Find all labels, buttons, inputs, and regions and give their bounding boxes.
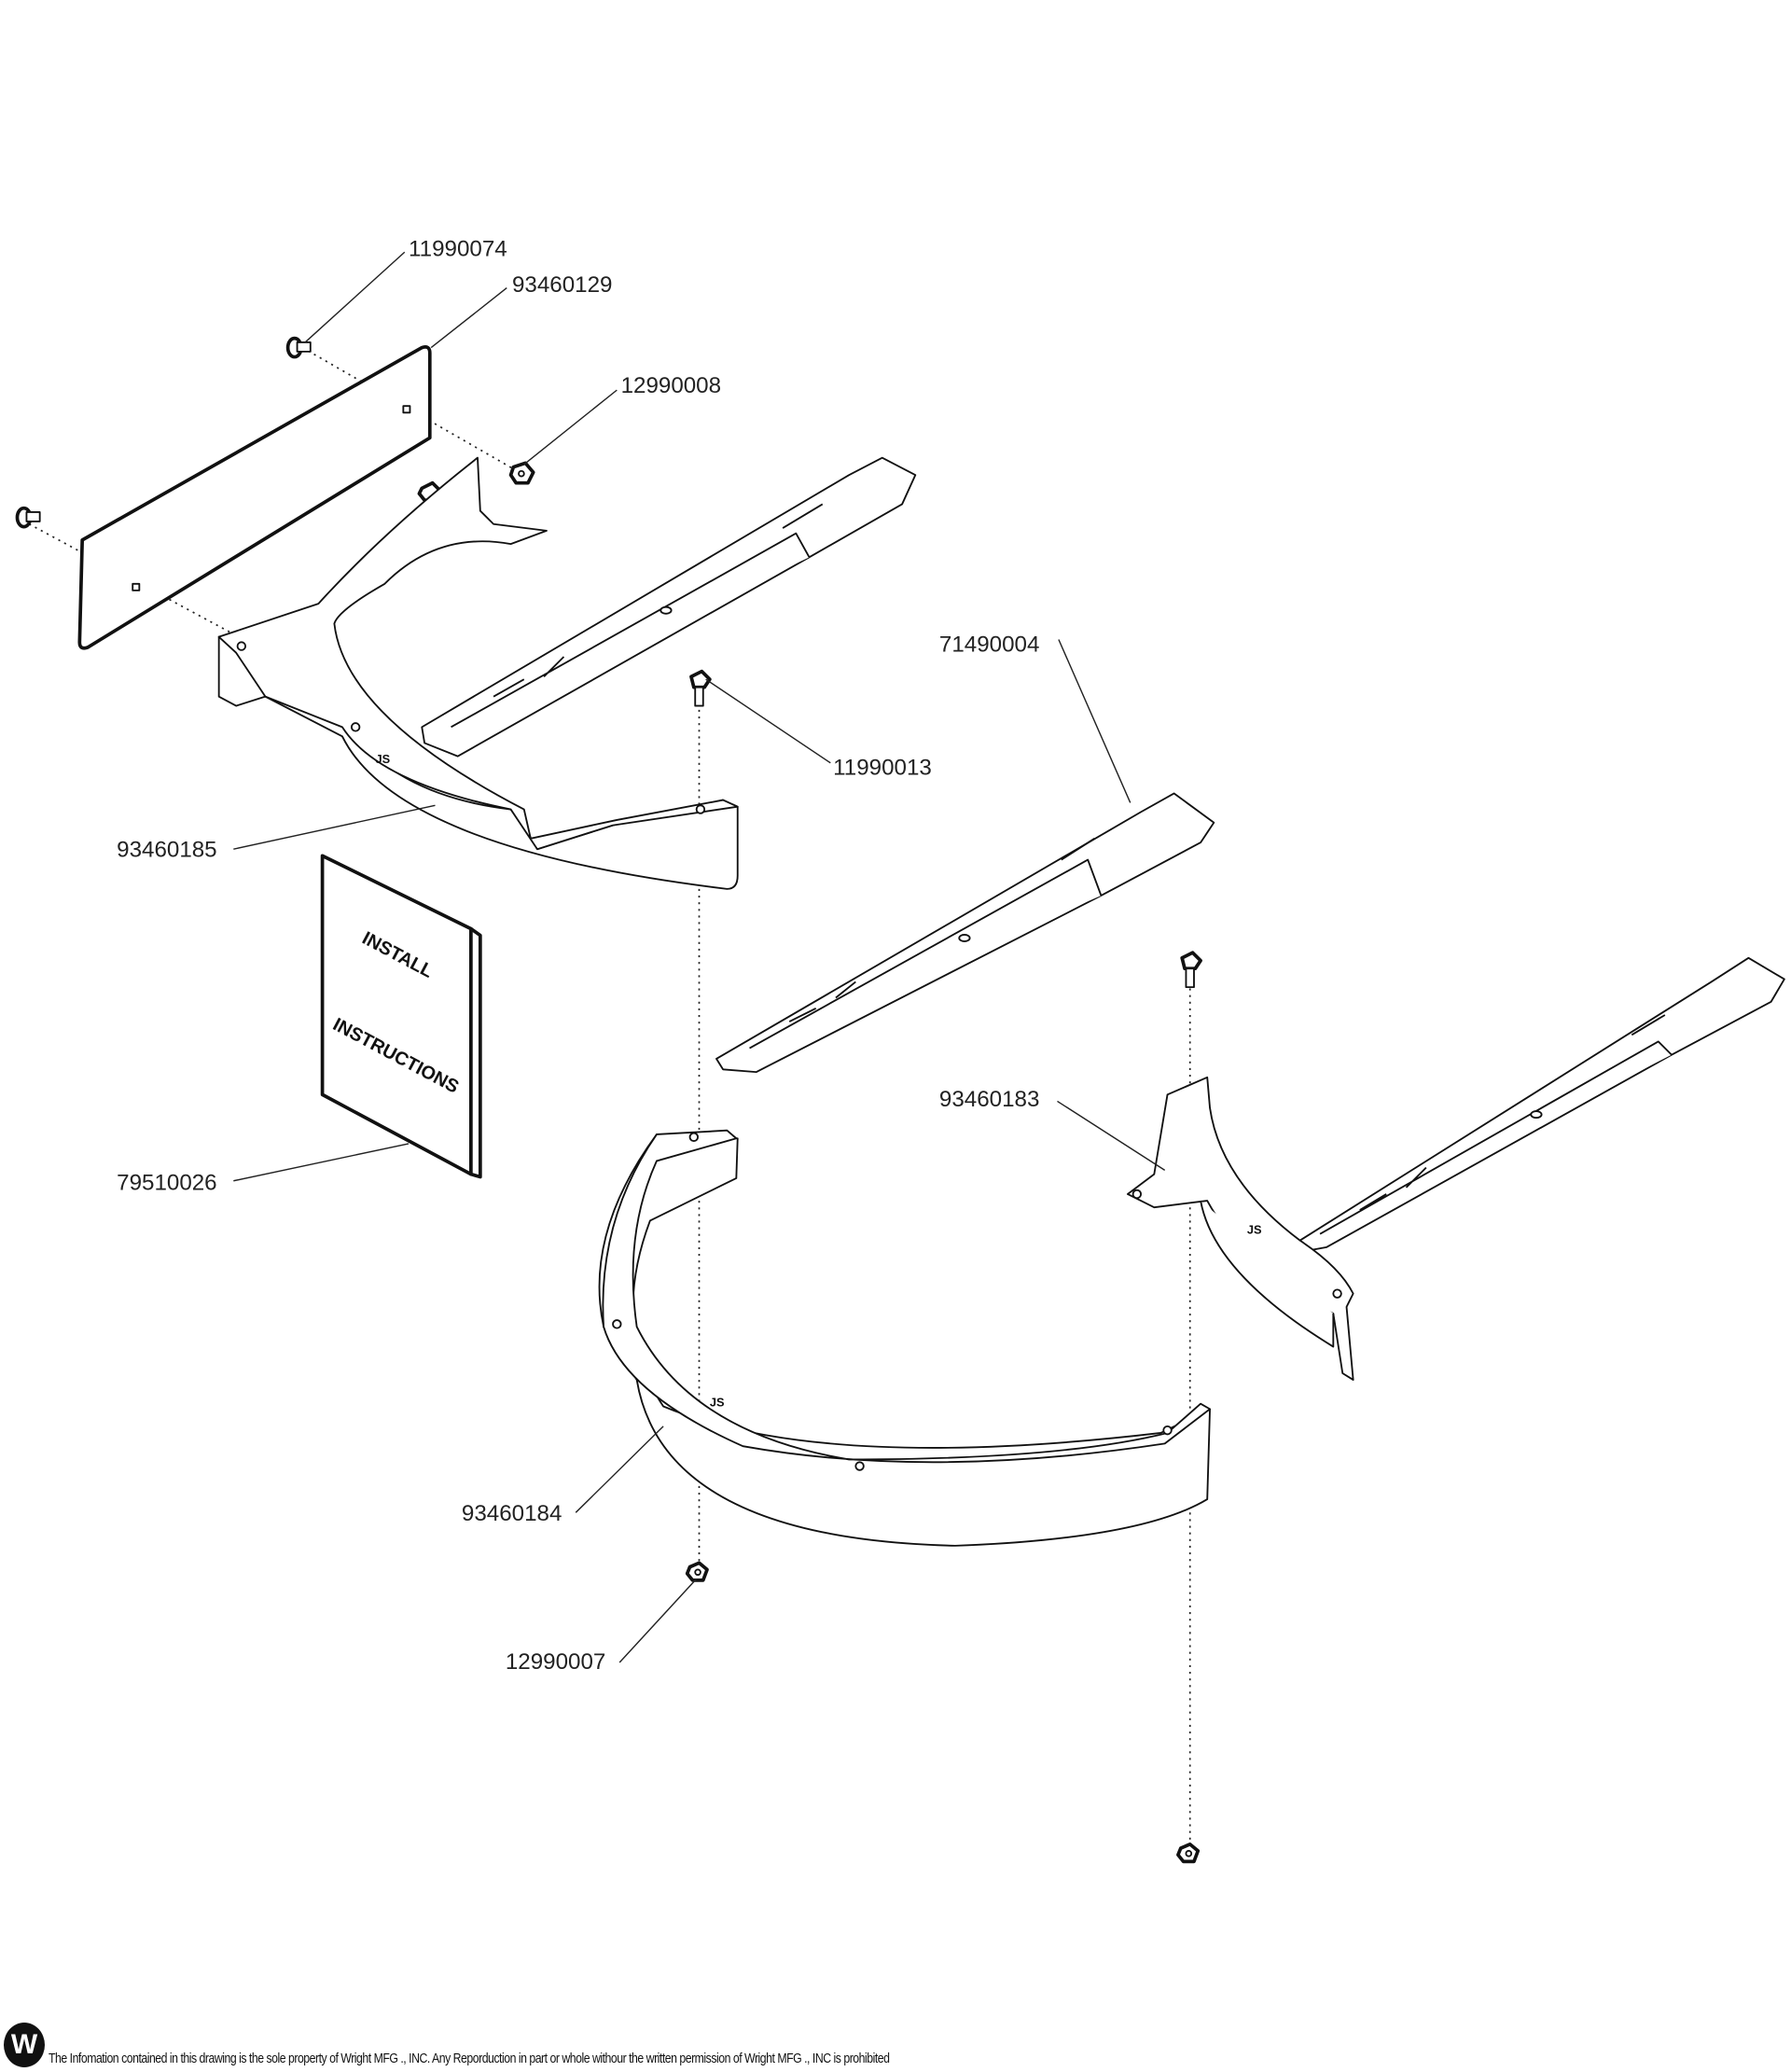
svg-text:JS: JS (710, 1396, 725, 1410)
copyright-notice: The Infomation contained in this drawing… (49, 2051, 890, 2066)
callout-12990008: 12990008 (621, 373, 721, 398)
bolt-11990013 (689, 669, 712, 707)
blade-71490004 (715, 792, 1215, 1074)
instruction-book-79510026: INSTALL INSTRUCTIONS (320, 854, 482, 1179)
plate-hole (402, 405, 411, 414)
callout-79510026: 79510026 (117, 1171, 216, 1196)
callout-93460184: 93460184 (462, 1501, 562, 1526)
deflector-93460185: JS (217, 456, 739, 890)
blade (421, 456, 917, 758)
callout-93460185: 93460185 (117, 838, 216, 863)
nut (1176, 1843, 1201, 1864)
svg-text:JS: JS (1247, 1223, 1262, 1237)
callout-93460183: 93460183 (939, 1087, 1039, 1112)
callout-11990074: 11990074 (409, 236, 507, 261)
bracket-93460183: JS (1126, 1076, 1354, 1382)
wright-logo: W (4, 2023, 45, 2067)
nut-12990007 (685, 1561, 709, 1582)
svg-text:JS: JS (375, 752, 390, 766)
callout-71490004: 71490004 (939, 632, 1039, 657)
callout-12990007: 12990007 (506, 1649, 605, 1675)
plate-93460129 (77, 345, 432, 650)
bolt-11990074 (15, 336, 312, 529)
plate-hole (132, 582, 141, 591)
leader-line (233, 251, 1166, 1663)
bolt (1180, 951, 1202, 989)
blade (1292, 956, 1785, 1254)
deflector-93460184: JS (598, 1129, 1211, 1547)
callout-93460129: 93460129 (512, 272, 612, 298)
callout-11990013: 11990013 (833, 756, 932, 781)
